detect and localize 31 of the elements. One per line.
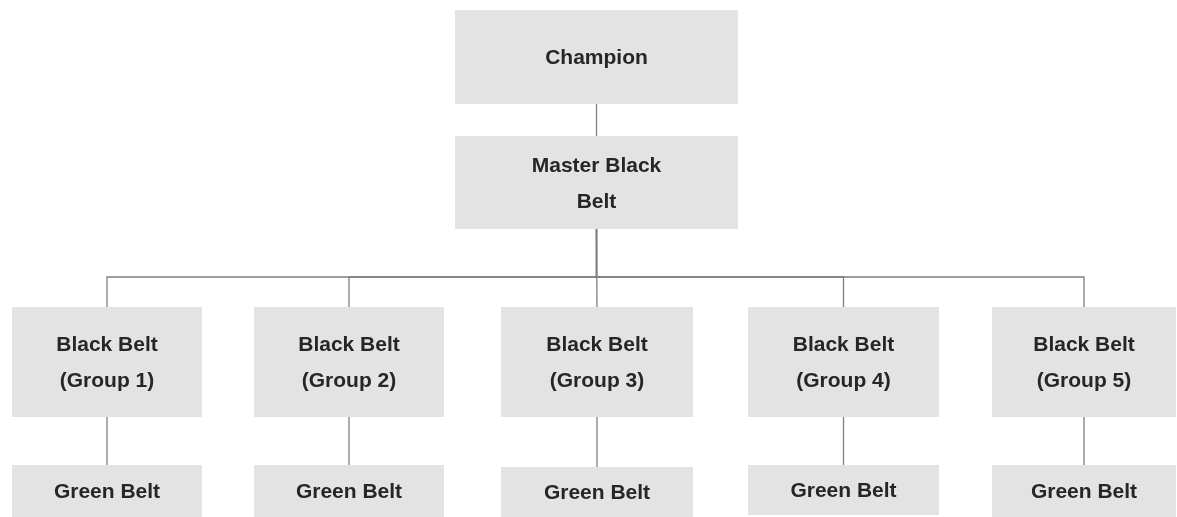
box-title: Green Belt [1030,478,1138,504]
connector-line [596,416,598,468]
org-box [12,465,202,517]
org-box [254,307,444,417]
connector-line [842,416,845,466]
box-title: Black Belt (Group 1) [55,331,159,393]
org-box [455,10,738,104]
org-box [748,465,939,515]
box-title: Black Belt (Group 4) [791,331,896,393]
box-title: Champion [545,44,648,70]
box-title: Green Belt [790,477,897,503]
connector-line [106,416,108,466]
box-title: Black Belt (Group 3) [545,331,649,393]
org-box [501,307,693,417]
box-title: Green Belt [53,478,161,504]
org-box [254,465,444,517]
org-box [455,136,738,229]
org-box [501,467,693,517]
box-title: Master Black Belt [530,151,663,214]
org-box [992,465,1176,517]
box-title: Green Belt [295,478,403,504]
connector-line [595,103,598,137]
box-title: Black Belt (Group 5) [1032,331,1136,393]
connector-line [595,228,1085,308]
box-title: Green Belt [543,479,651,505]
connector-line [1083,416,1085,466]
org-box [748,307,939,417]
org-box [12,307,202,417]
box-title: Black Belt (Group 2) [297,331,401,393]
connector-line [348,416,350,466]
org-box [992,307,1176,417]
